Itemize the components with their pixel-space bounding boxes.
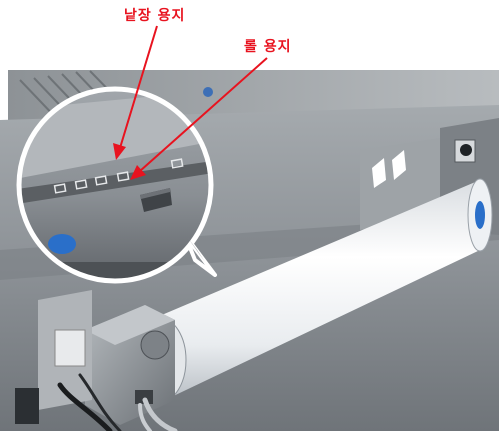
hp-logo-icon — [203, 87, 213, 97]
roll-paper-label: 롤 용지 — [244, 39, 292, 55]
roll-holder-left — [85, 305, 175, 425]
left-panel — [15, 290, 92, 424]
zoom-callout — [16, 86, 217, 284]
paper-guide-arrow-icon — [372, 150, 406, 188]
sheet-paper-label: 낱장 용지 — [124, 8, 186, 24]
callout-arrows — [113, 25, 268, 180]
power-cord-icon — [57, 373, 178, 431]
